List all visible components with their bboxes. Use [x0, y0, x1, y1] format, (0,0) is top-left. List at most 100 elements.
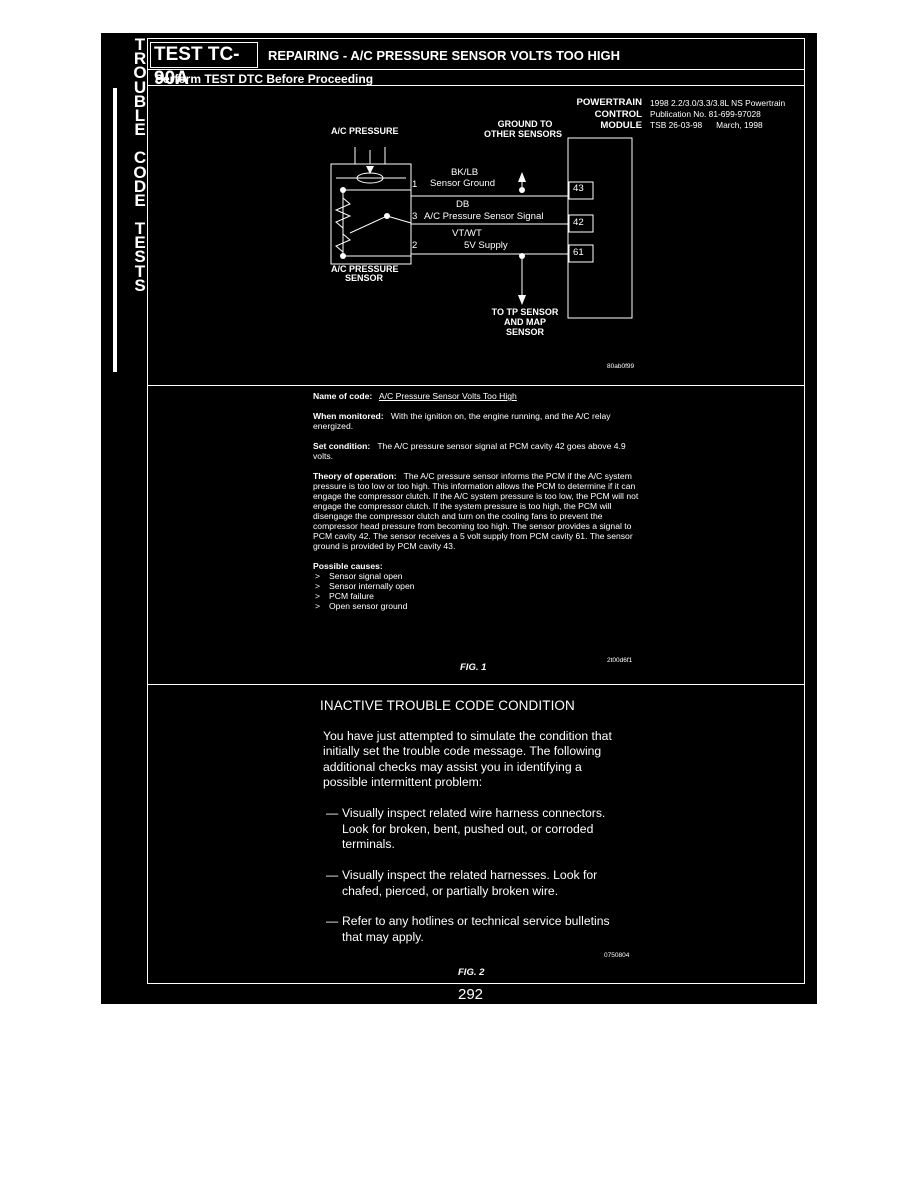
sidebar-letter: B: [133, 91, 147, 111]
when-monitored-row: When monitored: With the ignition on, th…: [313, 411, 643, 431]
dash: —: [326, 806, 339, 820]
possible-causes-row: Possible causes:: [313, 561, 643, 571]
wire-1-name: Sensor Ground: [430, 178, 496, 189]
cavity-61-box: [568, 244, 594, 263]
test-id: TEST TC-90A: [150, 42, 258, 89]
theory-value: The A/C pressure sensor informs the PCM …: [313, 471, 639, 551]
diagram-code: 80ab0f99: [607, 363, 635, 370]
fig2-caption: FIG. 2: [458, 967, 485, 978]
sidebar-letter: T: [134, 35, 146, 54]
causes-list: Sensor signal open Sensor internally ope…: [313, 571, 643, 611]
ground-label-line: OTHER SENSORS: [484, 129, 563, 139]
sidebar-letter: T: [134, 261, 146, 281]
fig1-code: 2t00d6f1: [607, 657, 633, 664]
tp-sensor-label: TO TP SENSOR AND MAP SENSOR: [486, 307, 564, 337]
cavity-42: 42: [573, 217, 584, 228]
set-condition-label: Set condition:: [313, 441, 371, 451]
dash: —: [326, 914, 339, 928]
tp-label-line: AND MAP: [504, 317, 546, 327]
manual-page: [101, 33, 817, 1004]
code-description: Name of code: A/C Pressure Sensor Volts …: [313, 391, 643, 611]
sidebar-letter: T: [134, 219, 146, 239]
check-item: — Visually inspect related wire harness …: [326, 806, 616, 853]
tp-label-line: TO TP SENSOR: [491, 307, 559, 317]
possible-causes-label: Possible causes:: [313, 561, 383, 571]
ground-label: GROUND TO OTHER SENSORS: [484, 119, 562, 139]
section-bar: [113, 88, 117, 372]
pcm-label-line: POWERTRAIN: [576, 97, 642, 108]
sidebar-letter: S: [134, 247, 146, 267]
pcm-label-line: MODULE: [600, 120, 642, 131]
check-text: Visually inspect related wire harness co…: [342, 806, 606, 851]
name-of-code-row: Name of code: A/C Pressure Sensor Volts …: [313, 391, 643, 401]
sidebar-letter: S: [134, 275, 146, 295]
divider: [148, 684, 804, 685]
pcm-box: [567, 137, 633, 319]
content-frame: [147, 38, 805, 984]
publication-line: Publication No. 81-699-97028: [650, 109, 761, 119]
sensor-label-line: SENSOR: [345, 273, 384, 283]
pin-2: 2: [412, 240, 418, 251]
cause-item: PCM failure: [313, 591, 643, 601]
divider: [148, 85, 804, 86]
check-item: — Refer to any hotlines or technical ser…: [326, 914, 616, 945]
wire-3-color: DB: [456, 199, 470, 210]
publication-line: TSB 26-03-98 March, 1998: [650, 120, 763, 130]
pcm-label: POWERTRAIN CONTROL MODULE: [560, 97, 642, 132]
sidebar-trouble-code-tests: T R O U B L E C O D E T E S T S: [130, 35, 150, 295]
publication-line: 1998 2.2/3.0/3.3/3.8L NS Powertrain: [650, 98, 786, 108]
check-item: — Visually inspect the related harnesses…: [326, 868, 616, 899]
sidebar-letter: O: [133, 63, 147, 83]
when-monitored-label: When monitored:: [313, 411, 384, 421]
page-subtitle: Perform TEST DTC Before Proceeding: [155, 72, 374, 86]
publication-info: 1998 2.2/3.0/3.3/3.8L NS Powertrain Publ…: [650, 98, 785, 131]
pin-3: 3: [412, 211, 418, 222]
when-monitored-value: With the ignition on, the engine running…: [313, 411, 611, 431]
cause-item: Sensor signal open: [313, 571, 643, 581]
check-text: Visually inspect the related harnesses. …: [342, 868, 598, 898]
sidebar-letter: U: [133, 77, 147, 97]
pin-1: 1: [412, 179, 418, 190]
cavity-43: 43: [573, 183, 584, 194]
pcm-label-line: CONTROL: [594, 108, 642, 120]
sidebar-letter: C: [133, 148, 147, 168]
wire-1-color: BK/LB: [451, 167, 479, 178]
divider: [148, 69, 804, 70]
inactive-intro: You have just attempted to simulate the …: [323, 729, 612, 789]
ground-label-line: GROUND TO: [497, 119, 553, 129]
ac-pressure-label: A/C PRESSURE: [331, 126, 399, 136]
sensor-label-line: A/C PRESSURE: [331, 264, 399, 274]
dash: —: [326, 868, 339, 882]
divider: [148, 385, 804, 386]
sidebar-letter: R: [133, 49, 147, 69]
inactive-title: INACTIVE TROUBLE CODE CONDITION: [320, 698, 575, 713]
cavity-43-box: [568, 181, 594, 200]
wire-3-name: A/C Pressure Sensor Signal: [424, 211, 544, 222]
page-number: 292: [458, 986, 484, 1003]
sidebar-letter: O: [133, 162, 147, 182]
cause-item: Sensor internally open: [313, 581, 643, 591]
sidebar-letter: E: [134, 190, 146, 210]
name-of-code-label: Name of code:: [313, 391, 373, 401]
theory-row: Theory of operation: The A/C pressure se…: [313, 471, 643, 551]
check-text: Refer to any hotlines or technical servi…: [342, 914, 610, 944]
fig2-code: 0750804: [604, 952, 630, 959]
sensor-box: [330, 163, 412, 265]
sensor-label: A/C PRESSURE SENSOR: [331, 265, 399, 283]
theory-label: Theory of operation:: [313, 471, 397, 481]
wire-2-color: VT/WT: [452, 228, 482, 239]
sidebar-letter: E: [134, 120, 146, 140]
sidebar-letter: L: [134, 105, 146, 125]
cavity-42-box: [568, 214, 594, 233]
cavity-61: 61: [573, 247, 584, 258]
sidebar-letter: E: [134, 233, 146, 253]
tp-label-line: SENSOR: [505, 327, 544, 337]
wire-2-name: 5V Supply: [464, 240, 508, 251]
cause-item: Open sensor ground: [313, 601, 643, 611]
fig1-caption: FIG. 1: [460, 662, 487, 673]
set-condition-value: The A/C pressure sensor signal at PCM ca…: [313, 441, 626, 461]
name-of-code-value: A/C Pressure Sensor Volts Too High: [378, 391, 517, 401]
sidebar-letter: D: [133, 176, 147, 196]
set-condition-row: Set condition: The A/C pressure sensor s…: [313, 441, 643, 461]
